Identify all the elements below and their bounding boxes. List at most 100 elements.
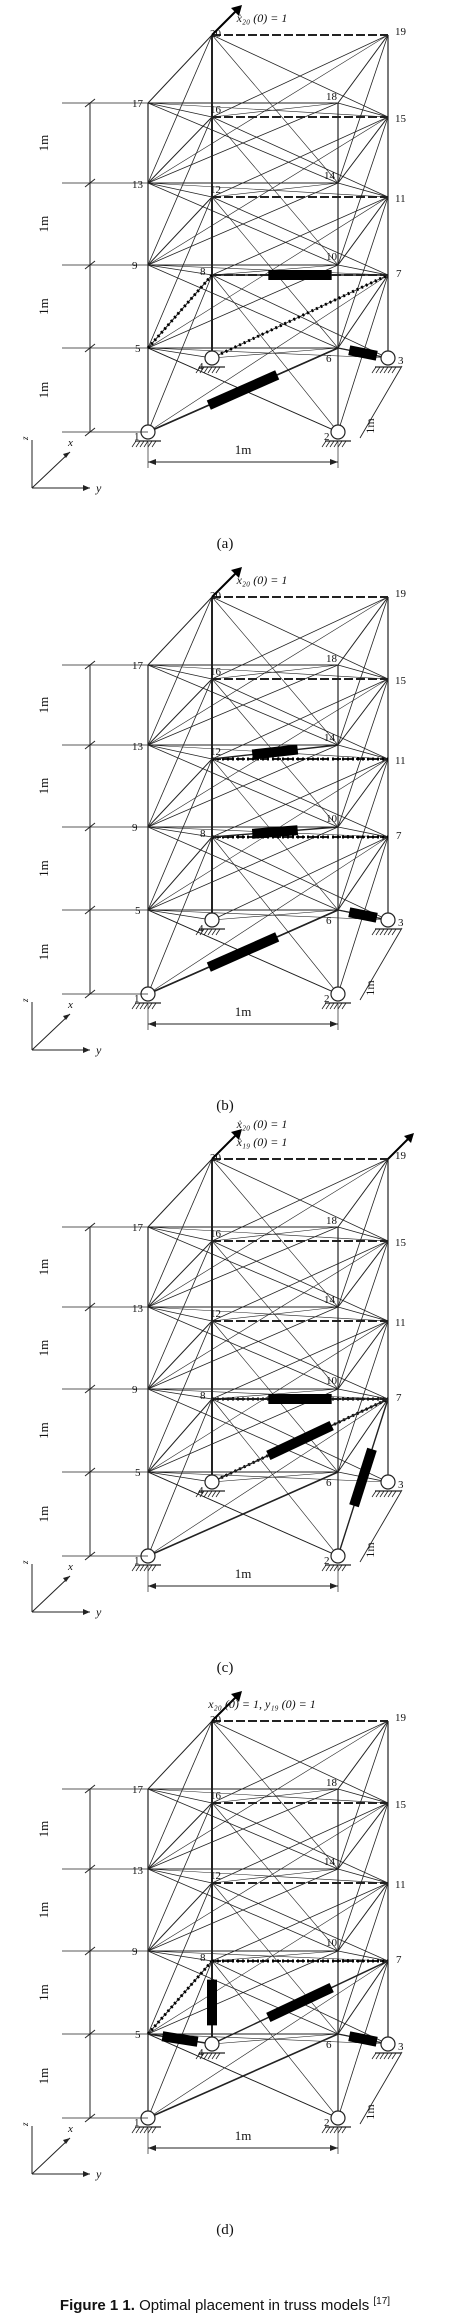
- dimension-arrow: [148, 1021, 156, 1027]
- node-label-8: 8: [200, 1390, 206, 1402]
- dimension-label-width: 1m: [235, 1566, 252, 1581]
- horizontal-member: [337, 1720, 389, 1790]
- pinned-support-4: [195, 912, 225, 936]
- diagonal-member: [337, 1868, 389, 1884]
- support-pin: [380, 912, 396, 928]
- support-hatch: [333, 1002, 339, 1010]
- horizontal-member: [147, 274, 213, 349]
- support-hatch: [147, 1564, 153, 1572]
- diagonal-member: [147, 264, 339, 349]
- actuator-bar: [348, 345, 378, 361]
- excitation-arrowhead: [231, 1691, 242, 1702]
- diagonal-member: [147, 1158, 213, 1308]
- space-diagonal: [211, 1802, 339, 1952]
- support-hatch: [325, 2126, 331, 2134]
- space-diagonal: [211, 1306, 339, 1322]
- node-label-14: 14: [324, 1294, 336, 1306]
- node-label-7: 7: [396, 1392, 402, 1404]
- support-hatch: [341, 440, 347, 448]
- support-hatch: [371, 1490, 377, 1498]
- horizontal-member: [337, 678, 389, 746]
- depth-dimension: 1m: [359, 2051, 403, 2125]
- pinned-support-2: [321, 986, 351, 1010]
- x-axis: [31, 451, 71, 489]
- diagonal-member: [211, 1802, 389, 1884]
- support-hatch: [391, 1490, 397, 1498]
- dimension-label-width: 1m: [235, 2128, 252, 2143]
- pinned-support-2: [321, 2110, 351, 2134]
- support-hatch: [143, 2126, 149, 2134]
- support-hatch: [325, 440, 331, 448]
- support-hatch: [151, 1564, 157, 1572]
- space-diagonal: [147, 1320, 389, 1473]
- support-hatch: [337, 1002, 343, 1010]
- pinned-support-4: [195, 2036, 225, 2060]
- pinned-support-2: [321, 1548, 351, 1572]
- caption-text: Optimal placement in truss models: [134, 2297, 374, 2314]
- horizontal-member: [147, 1802, 213, 1870]
- pinned-support-3: [371, 1474, 401, 1498]
- diagonal-member: [147, 182, 339, 266]
- support-hatch: [337, 2126, 343, 2134]
- diagonal-member: [147, 1720, 213, 1870]
- diagonal-member: [147, 1882, 213, 2035]
- diagonal-member: [147, 1868, 339, 1952]
- node-label-4: 4: [198, 361, 204, 373]
- dimension-label-depth: 1m: [363, 418, 377, 434]
- panel-label-d: (d): [216, 2222, 234, 2238]
- diagonal-member: [147, 664, 339, 746]
- actuator-bar: [266, 1421, 334, 1460]
- node-label-5: 5: [135, 2029, 141, 2041]
- node-label-15: 15: [395, 1237, 407, 1249]
- node-label-18: 18: [326, 653, 338, 665]
- diagonal-member: [147, 1950, 213, 1962]
- diagonal-member: [337, 1388, 389, 1400]
- diagonal-member: [211, 34, 389, 118]
- support-hatch: [383, 928, 389, 936]
- diagonal-member: [211, 758, 389, 838]
- panel-label-b: (b): [216, 1098, 234, 1114]
- support-hatch: [195, 1490, 201, 1498]
- space-diagonal: [211, 116, 339, 266]
- node-label-20: 20: [210, 590, 222, 602]
- dimension-label-height: 1m: [36, 697, 51, 714]
- support-hatch: [147, 2126, 153, 2134]
- diagonal-member: [147, 744, 339, 828]
- axis-arrow: [83, 485, 90, 491]
- support-hatch: [341, 2126, 347, 2134]
- diagonal-member: [147, 1226, 339, 1308]
- dimension-label-height: 1m: [36, 298, 51, 315]
- axis-arrow: [83, 2171, 90, 2177]
- support-hatch: [203, 2052, 209, 2060]
- caption-reference: [17]: [373, 2296, 391, 2307]
- support-hatch: [211, 1490, 217, 1498]
- support-hatch: [375, 1490, 381, 1498]
- horizontal-member: [147, 1398, 213, 1473]
- support-hatch: [391, 928, 397, 936]
- horizontal-member: [337, 836, 389, 911]
- dimension-label-height: 1m: [36, 778, 51, 795]
- node-label-19: 19: [395, 1712, 407, 1724]
- space-diagonal: [211, 34, 339, 184]
- node-label-1: 1: [134, 2117, 140, 2129]
- support-pin: [204, 350, 220, 366]
- support-hatch: [379, 928, 385, 936]
- support-pin: [380, 2036, 396, 2052]
- horizontal-member: [147, 34, 213, 104]
- diagonal-member: [147, 102, 339, 184]
- diagonal-member: [337, 1158, 389, 1308]
- support-hatch: [139, 2126, 145, 2134]
- horizontal-member: [337, 1398, 389, 1473]
- dimension-label-height: 1m: [36, 1984, 51, 2001]
- node-label-18: 18: [326, 91, 338, 103]
- node-label-3: 3: [398, 917, 404, 929]
- diagonal-member: [337, 744, 389, 760]
- truss-structure: [147, 1158, 389, 1557]
- support-hatch: [207, 1490, 213, 1498]
- dimension-label-height: 1m: [36, 135, 51, 152]
- truss-structure: [147, 596, 389, 995]
- axis-label-z: z: [20, 1560, 30, 1565]
- node-label-18: 18: [326, 1777, 338, 1789]
- support-hatch: [207, 2052, 213, 2060]
